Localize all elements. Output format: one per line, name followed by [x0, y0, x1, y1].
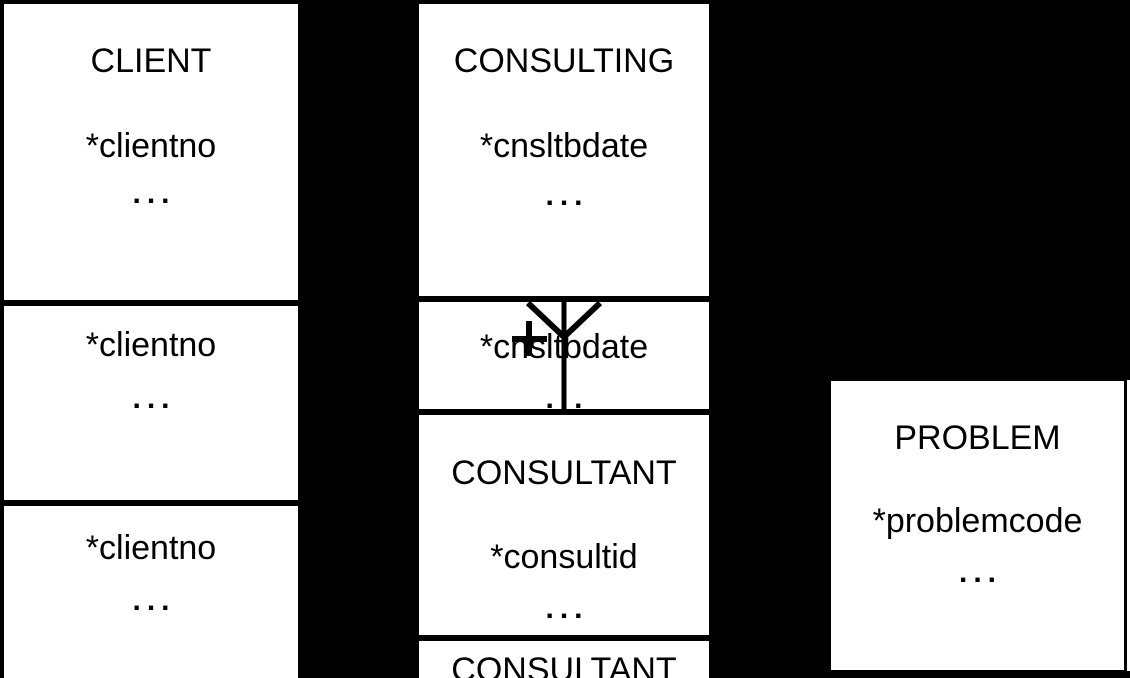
entity-row-consultant: CONSULTANT *consultid ... [419, 409, 709, 635]
ellipsis-attributes: ... [545, 592, 589, 625]
entity-row-client: CLIENT *clientno ... [4, 4, 298, 300]
key-attribute: *consultid [490, 538, 638, 576]
problem-box-edge-sliver [1127, 380, 1130, 671]
key-attribute: *clientno [85, 529, 217, 567]
entity-title: PROBLEM [894, 419, 1061, 457]
key-attribute: *clientno [85, 127, 217, 165]
key-attribute: *clientno [85, 326, 217, 364]
ellipsis-attributes: ... [132, 584, 176, 617]
ellipsis-attributes: ... [545, 179, 589, 212]
entity-row-client-2: *clientno ... [4, 300, 298, 500]
crow-foot-many-icon [561, 300, 603, 340]
key-attribute: *cnsltbdate [479, 127, 649, 165]
entity-row-consultant-2: CONSULTANT [419, 635, 709, 678]
entity-title: CONSULTING [453, 42, 675, 80]
entity-column-consulting: CONSULTING *cnsltbdate ... *cnsltbdate .… [415, 0, 713, 678]
relationship-connector [512, 296, 603, 414]
entity-title: CLIENT [90, 42, 212, 80]
entity-problem: PROBLEM *problemcode ... [828, 378, 1127, 673]
ellipsis-attributes: ... [958, 556, 1002, 589]
ellipsis-attributes: ... [132, 177, 176, 210]
entity-column-client: CLIENT *clientno ... *clientno ... *clie… [0, 0, 302, 678]
crow-foot-many-icon [525, 300, 567, 340]
entity-row-client-3: *clientno ... [4, 500, 298, 678]
entity-title: CONSULTANT [451, 651, 677, 678]
entity-title: CONSULTANT [451, 454, 677, 492]
key-attribute: *problemcode [872, 502, 1083, 540]
entity-row-consulting: CONSULTING *cnsltbdate ... [419, 4, 709, 296]
ellipsis-attributes: ... [132, 382, 176, 415]
